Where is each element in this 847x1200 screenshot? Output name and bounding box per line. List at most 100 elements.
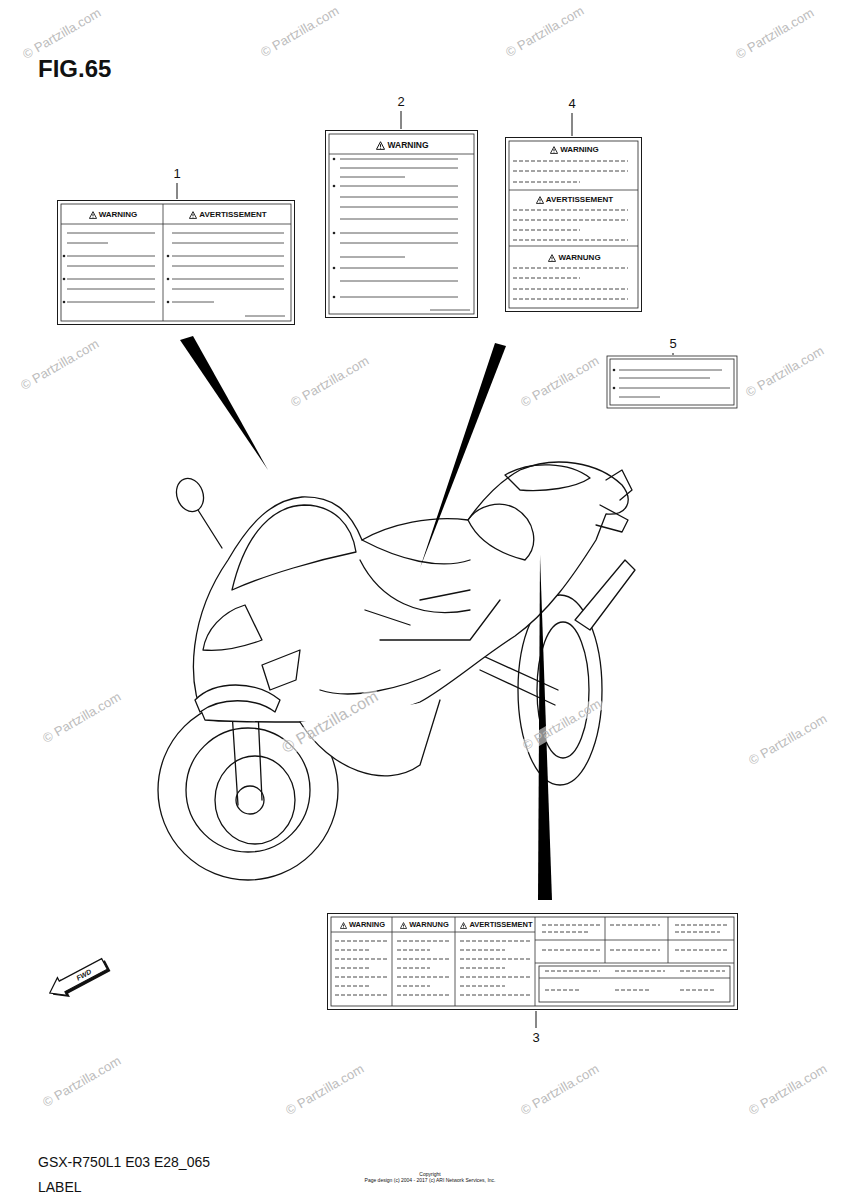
triangle-dot (551, 259, 553, 261)
text-line (460, 941, 530, 942)
watermark: © Partzilla.com (287, 353, 373, 411)
text-line (619, 388, 730, 389)
text-line (460, 986, 505, 987)
text-line (513, 182, 580, 183)
copyright-note: Page design (c) 2004 - 2017 (c) ARI Netw… (365, 1178, 496, 1184)
text-line (335, 950, 370, 951)
watermark: © Partzilla.com (517, 353, 603, 411)
text-line (392, 917, 393, 1006)
text-line (615, 990, 650, 991)
triangle-outline (401, 922, 407, 928)
watermark: © Partzilla.com (745, 711, 831, 769)
text-line (172, 289, 284, 290)
text-line (340, 243, 458, 244)
text-line (340, 219, 458, 220)
text-line (340, 257, 405, 258)
text-line (513, 240, 628, 241)
text-line (680, 990, 715, 991)
triangle-dot (539, 201, 541, 203)
bullet-dot (63, 301, 66, 304)
text-line (545, 990, 580, 991)
bullet-dot (613, 369, 616, 372)
text-line (513, 278, 580, 279)
warning-triangle (548, 254, 556, 262)
triangle-dot (463, 926, 465, 928)
triangle-dot (92, 216, 94, 218)
text-line (245, 316, 285, 317)
text-line (535, 940, 734, 941)
text-line (397, 986, 430, 987)
text-line (329, 154, 474, 155)
watermark: © Partzilla.com (39, 689, 125, 747)
warning-heading-text: AVERTISSEMENT (469, 921, 532, 929)
warning-heading-text: AVERTISSEMENT (199, 211, 266, 219)
triangle-dot (192, 216, 194, 218)
text-line (340, 207, 458, 208)
text-line (455, 917, 456, 1006)
label-border (509, 141, 638, 308)
warning-heading-text: WARNING (349, 921, 385, 929)
label-border (61, 204, 291, 321)
text-line (542, 950, 600, 951)
warning-heading: AVERTISSEMENT (166, 209, 290, 221)
triangle-dot (380, 147, 381, 148)
text-line (67, 256, 155, 257)
text-line (619, 397, 660, 398)
text-line (513, 230, 580, 231)
text-line (460, 968, 505, 969)
bullet-dot (167, 301, 170, 304)
text-line (331, 932, 535, 933)
triangle-outline (551, 147, 558, 154)
text-line (67, 279, 155, 280)
callout-number: 5 (669, 337, 676, 351)
text-line (172, 233, 284, 234)
text-line (619, 370, 722, 371)
warning-triangle (460, 922, 467, 929)
triangle-mark (554, 149, 555, 151)
text-line (610, 925, 660, 926)
text-line (460, 959, 530, 960)
text-line (513, 289, 628, 290)
warning-triangle (550, 146, 558, 154)
text-line (172, 266, 284, 267)
triangle-mark (463, 924, 464, 926)
text-line (340, 159, 458, 160)
text-line (535, 963, 734, 964)
text-line (397, 995, 450, 996)
warning-label: WARNING WARNUNG AVERTISSEMENT (327, 913, 738, 1010)
bullet-dot (613, 387, 616, 390)
text-line (340, 186, 458, 187)
warning-label: WARNING AVERTISSEMENT (57, 200, 295, 325)
watermark: © Partzilla.com (742, 343, 828, 401)
watermark: © Partzilla.com (502, 3, 588, 61)
triangle-outline (549, 255, 556, 262)
text-line (513, 220, 628, 221)
bullet-dot (333, 267, 336, 270)
text-line (67, 289, 155, 290)
text-line (67, 233, 155, 234)
text-line (610, 950, 660, 951)
label-border (329, 134, 474, 314)
text-line (513, 210, 628, 211)
triangle-mark (539, 199, 540, 201)
text-line (335, 968, 370, 969)
callout-number: 2 (397, 95, 404, 109)
warning-heading-text: WARNUNG (409, 921, 449, 929)
warning-heading: WARNING (64, 209, 162, 221)
warning-triangle (340, 922, 347, 929)
figure-name: LABEL (38, 1180, 82, 1195)
triangle-outline (461, 922, 467, 928)
bullet-dot (333, 296, 336, 299)
text-line (340, 268, 458, 269)
warning-label: WARNING (325, 130, 478, 318)
text-line (619, 378, 710, 379)
warning-heading: WARNING (333, 919, 392, 931)
text-line (67, 302, 155, 303)
figure-title: FIG.65 (38, 56, 111, 82)
callout-number: 3 (532, 1031, 539, 1045)
text-line (397, 977, 450, 978)
text-line (61, 224, 291, 225)
triangle-mark (552, 257, 553, 259)
text-line (397, 968, 430, 969)
